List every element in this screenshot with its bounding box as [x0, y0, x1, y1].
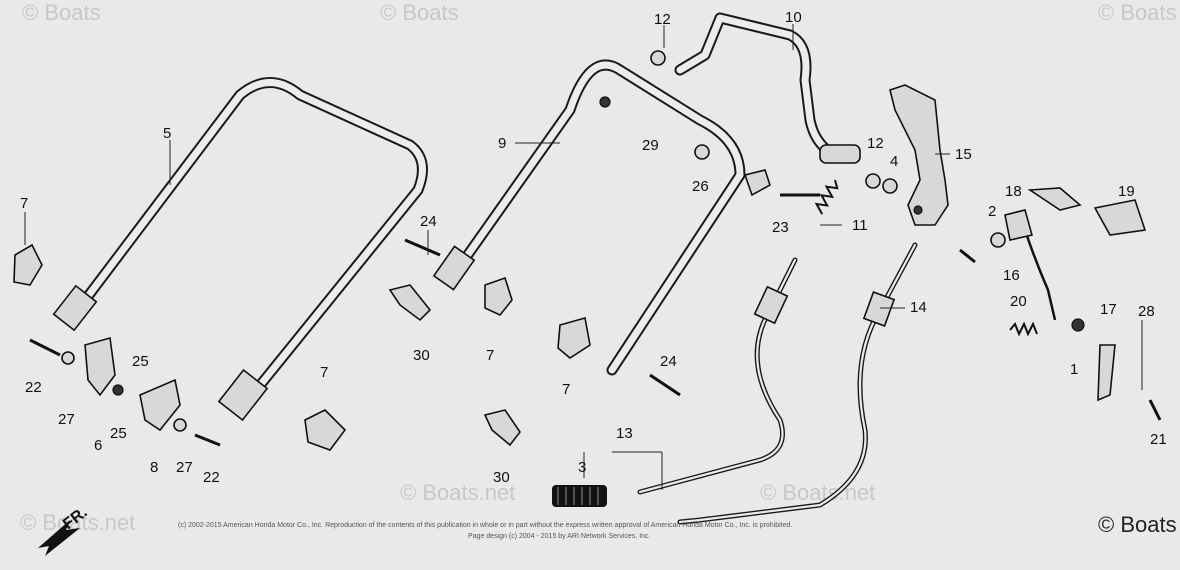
callout-30: 30: [413, 347, 430, 364]
callout-labels: 5 9 10 12 12 4 15 29 26 7 24 23 11 18 19…: [20, 9, 1167, 486]
callout-27: 27: [58, 411, 75, 428]
watermark: © Boats.net: [400, 480, 515, 505]
nut-part: [61, 50, 1085, 432]
callout-11: 11: [852, 217, 868, 234]
callout-10: 10: [785, 9, 802, 26]
callout-7: 7: [562, 381, 570, 398]
callout-9: 9: [498, 135, 506, 152]
callout-7: 7: [20, 195, 28, 212]
callout-25: 25: [132, 353, 149, 370]
copyright-line: (c) 2002-2015 American Honda Motor Co., …: [178, 522, 792, 529]
watermark: © Boats: [22, 0, 101, 25]
callout-23: 23: [772, 219, 789, 236]
callout-3: 3: [578, 459, 586, 476]
callout-18: 18: [1005, 183, 1022, 200]
control-bar-part: [674, 12, 861, 164]
callout-17: 17: [1100, 301, 1117, 318]
callout-12: 12: [654, 11, 671, 28]
callout-26: 26: [692, 178, 709, 195]
watermark: © Boats.net: [760, 480, 875, 505]
lever-part: [889, 84, 949, 226]
callout-8: 8: [150, 459, 158, 476]
knob-part: [13, 169, 771, 451]
callout-12: 12: [867, 135, 884, 152]
watermark: © Boats: [1098, 512, 1177, 537]
callout-5: 5: [163, 125, 171, 142]
callout-30: 30: [493, 469, 510, 486]
callout-6: 6: [94, 437, 102, 454]
callout-28: 28: [1138, 303, 1155, 320]
callout-24: 24: [420, 213, 437, 230]
upper-handle-part: [432, 59, 746, 376]
leader-lines: [24, 24, 1143, 490]
callout-19: 19: [1118, 183, 1135, 200]
grip-texture: [557, 487, 599, 505]
watermark: © Boats: [1098, 0, 1177, 25]
watermark: © Boats: [380, 0, 459, 25]
callout-7: 7: [486, 347, 494, 364]
callout-29: 29: [642, 137, 659, 154]
copyright-line: Page design (c) 2004 - 2015 by ARI Netwo…: [468, 533, 651, 540]
spring-part: [814, 179, 839, 215]
rod-part: [1023, 229, 1057, 321]
watermark: © Boats.net: [20, 510, 135, 535]
spring-part: [1009, 321, 1038, 337]
callout-24: 24: [660, 353, 677, 370]
cable-part: [637, 242, 918, 525]
lower-handle-part: [52, 77, 428, 422]
callout-2: 2: [988, 203, 996, 220]
callout-25: 25: [110, 425, 127, 442]
callout-1: 1: [1070, 361, 1078, 378]
callout-22: 22: [25, 379, 42, 396]
callout-7: 7: [320, 364, 328, 381]
callout-16: 16: [1003, 267, 1020, 284]
callout-4: 4: [890, 153, 898, 170]
callout-14: 14: [910, 299, 927, 316]
bracket-part: [84, 187, 1147, 432]
callout-22: 22: [203, 469, 220, 486]
clip-part: [483, 409, 521, 447]
callout-21: 21: [1150, 431, 1167, 448]
callout-20: 20: [1010, 293, 1027, 310]
bolt-part: [29, 193, 1162, 447]
clip-part: [388, 284, 432, 322]
callout-15: 15: [955, 146, 972, 163]
callout-13: 13: [616, 425, 633, 442]
callout-27: 27: [176, 459, 193, 476]
